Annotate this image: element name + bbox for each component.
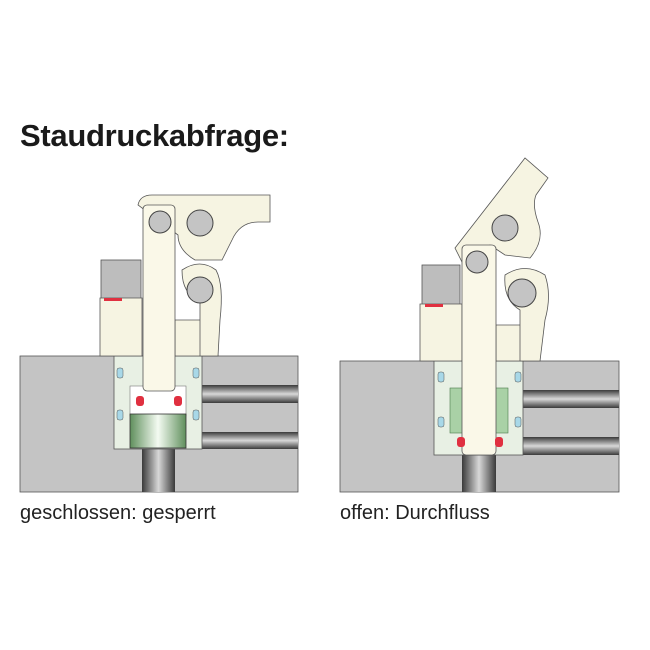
pin-icon <box>465 250 489 274</box>
seal-blue <box>192 409 200 421</box>
seal-blue <box>514 416 522 428</box>
seal-blue <box>437 416 445 428</box>
vertical-pipe <box>142 448 175 492</box>
side-block <box>100 259 142 301</box>
pin-icon <box>186 276 214 304</box>
vertical-pipe <box>462 454 496 492</box>
horizontal-pipe <box>200 385 298 403</box>
seal-red <box>136 396 144 406</box>
side-block <box>421 264 461 306</box>
seal-red <box>495 437 503 447</box>
horizontal-pipe <box>200 432 298 449</box>
actuator-rod <box>461 244 497 456</box>
pin-icon <box>507 278 537 308</box>
pin-icon <box>186 209 214 237</box>
seal-blue <box>192 367 200 379</box>
horizontal-pipe <box>522 437 619 455</box>
seal-red <box>174 396 182 406</box>
seal-blue <box>116 409 124 421</box>
seal-red <box>425 304 443 307</box>
plunger <box>129 413 187 449</box>
upper-lever <box>454 157 549 263</box>
horizontal-pipe <box>522 390 619 408</box>
seal-red <box>457 437 465 447</box>
seal-blue <box>437 371 445 383</box>
caption-closed: geschlossen: gesperrt <box>20 502 216 524</box>
pin-icon <box>148 210 172 234</box>
page-title: Staudruckabfrage: <box>20 118 289 153</box>
pin-icon <box>491 214 519 242</box>
caption-open: offen: Durchfluss <box>340 502 490 524</box>
seal-blue <box>116 367 124 379</box>
seal-blue <box>514 371 522 383</box>
diagram-closed <box>19 194 299 493</box>
seal-red <box>104 298 122 301</box>
actuator-rod <box>142 204 176 392</box>
diagram-open <box>339 157 620 493</box>
